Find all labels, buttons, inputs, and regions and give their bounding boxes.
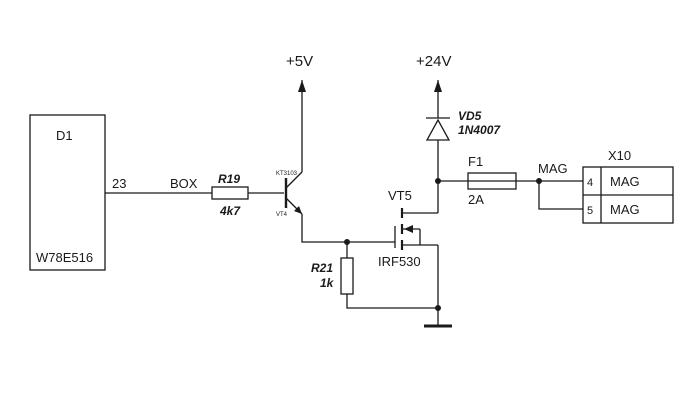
vd5-ref: VD5 — [458, 109, 482, 123]
fuse-f1: F1 2A — [467, 154, 517, 207]
rail-24v-label: +24V — [416, 53, 451, 70]
r19-value: 4k7 — [219, 204, 241, 218]
resistor-r21: R21 1k — [311, 257, 354, 295]
vd5-part: 1N4007 — [458, 123, 501, 137]
r21-ref: R21 — [311, 261, 333, 275]
x10-pin-4-name: MAG — [610, 174, 640, 189]
connector-x10: X10 4 MAG 5 MAG — [582, 148, 674, 224]
vt4-emitter-arrow — [294, 206, 302, 214]
vt5-body-arrow — [404, 225, 413, 233]
mcu-pin-number: 23 — [112, 176, 126, 191]
net-label-box: BOX — [170, 176, 198, 191]
mosfet-vt5: VT5 IRF530 — [378, 188, 438, 269]
vt4-ref: VT4 — [276, 212, 288, 218]
f1-ref: F1 — [468, 154, 483, 169]
rail-24v-arrow — [434, 80, 442, 92]
r19-ref: R19 — [218, 172, 240, 186]
mcu-ref: D1 — [56, 128, 73, 143]
r21-value: 1k — [320, 276, 335, 290]
x10-pin-5-number: 5 — [587, 205, 593, 217]
f1-value: 2A — [468, 192, 484, 207]
vt4-part: KT3103 — [276, 171, 298, 177]
net-label-mag: MAG — [538, 161, 568, 176]
mcu-d1: D1 W78E516 23 — [29, 114, 126, 271]
wire-vt4-emitter-to-gate — [301, 214, 395, 243]
resistor-r19: R19 4k7 — [211, 172, 249, 218]
r19-body — [211, 186, 249, 200]
mcu-part: W78E516 — [36, 250, 93, 265]
wire-r21-to-ground — [346, 294, 438, 309]
r21-body — [340, 257, 354, 295]
x10-pin-4-number: 4 — [587, 177, 593, 189]
x10-ref: X10 — [608, 148, 631, 163]
rail-5v-arrow — [298, 80, 306, 92]
junction-ground-node — [435, 305, 441, 311]
mcu-body — [29, 114, 106, 271]
vd5-triangle — [425, 118, 451, 141]
vt5-ref: VT5 — [388, 188, 412, 203]
x10-pin-5-name: MAG — [610, 202, 640, 217]
vt4-collector-lead — [285, 171, 303, 189]
diode-vd5: VD5 1N4007 — [425, 109, 501, 141]
transistor-vt4: KT3103 VT4 — [276, 171, 303, 218]
wire-mag-to-pin5 — [538, 181, 583, 210]
vt5-part: IRF530 — [378, 254, 421, 269]
rail-5v-label: +5V — [286, 53, 313, 70]
